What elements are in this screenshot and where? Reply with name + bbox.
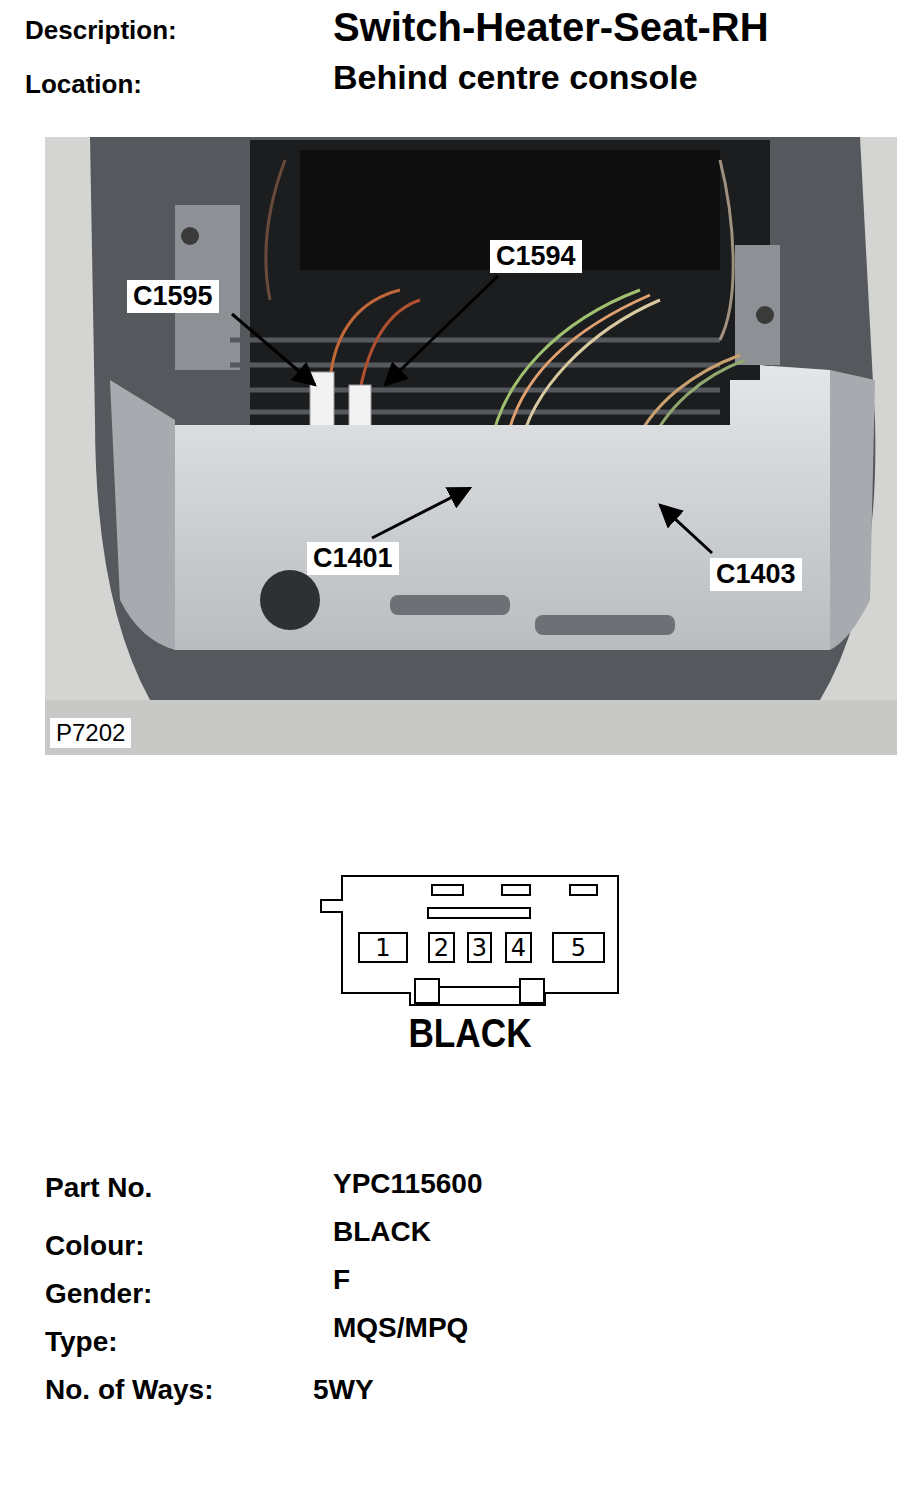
connector-face: BLACK 1 234 5 [320, 875, 620, 1065]
connector-colour: BLACK [408, 1011, 531, 1056]
pin-cavity: 4 [505, 932, 532, 963]
callout-label: C1595 [127, 280, 219, 313]
pin-number: 3 [472, 936, 487, 960]
pin-number: 4 [511, 936, 526, 960]
pin-number: 2 [434, 936, 449, 960]
location-value: Behind centre console [333, 58, 698, 97]
pin-number: 5 [571, 936, 586, 960]
field-name: Type: [45, 1326, 118, 1358]
field-name: Description: [25, 16, 177, 46]
field-name: No. of Ways: [45, 1374, 214, 1406]
field-name: Location: [25, 70, 142, 100]
description-value: Switch-Heater-Seat-RH [333, 4, 769, 50]
field-value: MQS/MPQ [333, 1312, 468, 1344]
field-value: BLACK [333, 1216, 431, 1248]
field-name: Part No. [45, 1172, 152, 1204]
pin-cavity: 3 [467, 932, 492, 963]
callout-label: C1403 [710, 558, 802, 591]
field-name: Gender: [45, 1278, 152, 1310]
callout-label: C1401 [307, 542, 399, 575]
pin-number: 1 [375, 936, 390, 960]
photo-number: P7202 [50, 718, 131, 748]
pin-cavity: 5 [552, 932, 605, 963]
pin-cavity: 1 [358, 932, 408, 963]
field-value: F [333, 1264, 350, 1296]
field-value: YPC115600 [333, 1168, 482, 1200]
field-value: 5WY [313, 1374, 374, 1406]
callout-label: C1594 [490, 240, 582, 273]
field-name: Colour: [45, 1230, 145, 1262]
pin-cavity: 2 [428, 932, 455, 963]
